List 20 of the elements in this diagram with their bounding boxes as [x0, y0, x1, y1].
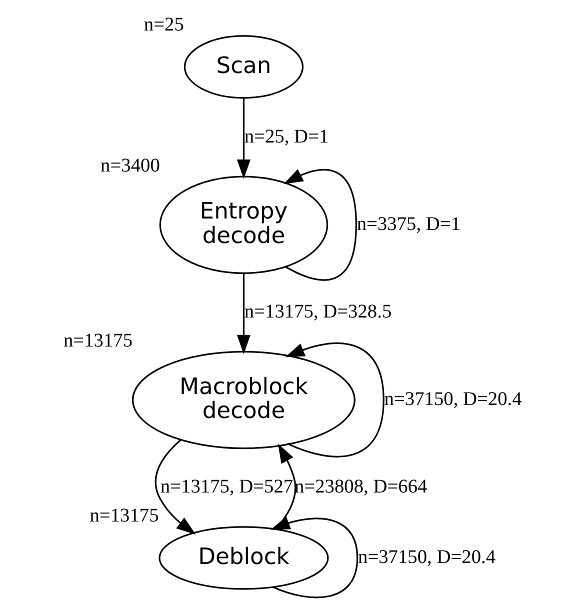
node-ellipse: Deblock: [158, 526, 329, 590]
edge-label: n=37150, D=20.4: [384, 388, 522, 410]
edge-label: n=13175, D=527: [160, 476, 294, 498]
node-label: n=25: [144, 14, 184, 36]
node-label: n=3400: [100, 155, 160, 176]
node-ellipse: Macroblock decode: [132, 350, 356, 450]
edge-label: n=13175, D=328.5: [244, 301, 392, 322]
edge-label: n=37150, D=20.4: [358, 546, 496, 568]
edge-label: n=3375, D=1: [356, 214, 461, 235]
arrow: [236, 98, 251, 179]
arrow: [270, 516, 358, 598]
edge-label: n=25, D=1: [244, 126, 329, 148]
arrow: [284, 169, 357, 281]
node-ellipse: Scan: [184, 35, 304, 99]
node-ellipse: Entropy decode: [159, 176, 328, 274]
node-label: n=13175: [90, 506, 159, 527]
arrow: [154, 439, 196, 534]
arrow: [285, 342, 384, 458]
node-label: n=13175: [63, 330, 133, 352]
arrow: [236, 273, 251, 354]
